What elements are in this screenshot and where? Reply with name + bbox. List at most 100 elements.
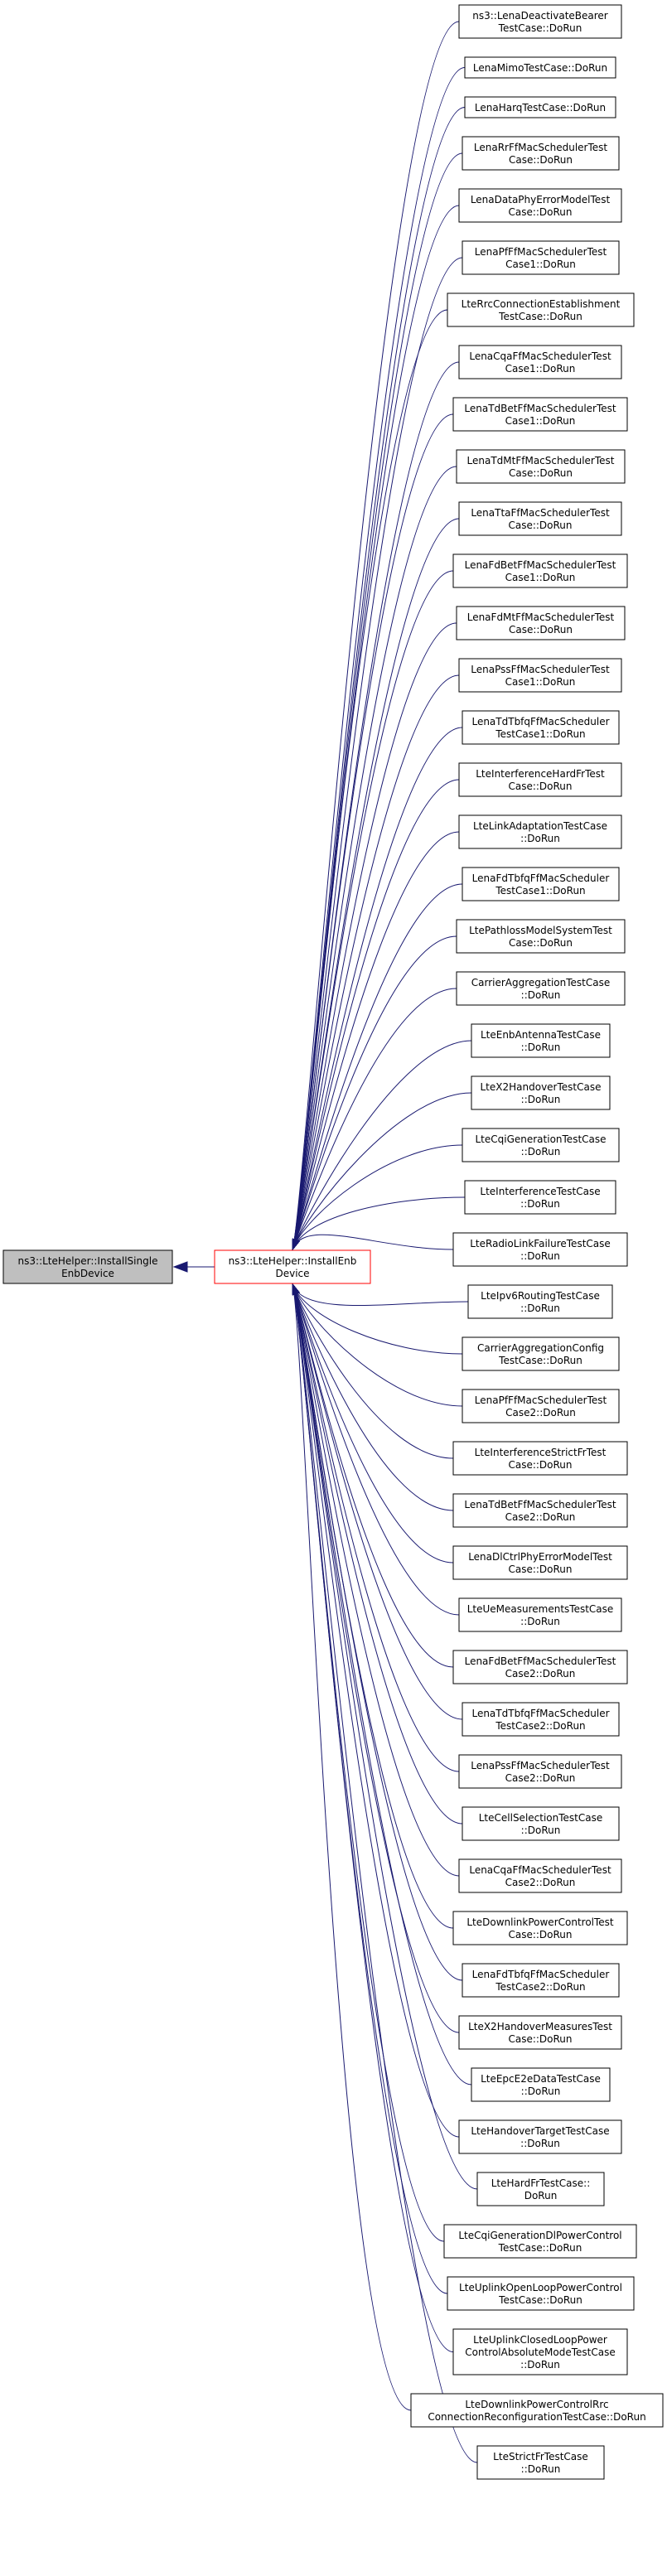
caller-node[interactable]: LteX2HandoverTestCase::DoRun bbox=[471, 1075, 611, 1110]
caller-node-label: ConnectionReconfigurationTestCase::DoRun bbox=[428, 2411, 645, 2423]
hub-node[interactable]: ns3::LteHelper::InstallEnb Device bbox=[214, 1249, 371, 1284]
caller-node-label: LenaTdMtFfMacSchedulerTest bbox=[467, 455, 615, 466]
caller-node[interactable]: LteUeMeasurementsTestCase::DoRun bbox=[458, 1597, 622, 1632]
caller-node[interactable]: LteDownlinkPowerControlRrcConnectionReco… bbox=[410, 2393, 664, 2428]
caller-node-label: LteUeMeasurementsTestCase bbox=[467, 1603, 614, 1615]
caller-node[interactable]: LteInterferenceTestCase::DoRun bbox=[464, 1180, 616, 1215]
caller-node-label: LteInterferenceTestCase bbox=[480, 1186, 600, 1197]
caller-node[interactable]: LteCqiGenerationDlPowerControlTestCase::… bbox=[443, 2224, 637, 2259]
call-edge bbox=[292, 570, 454, 1250]
caller-node-label: LenaTdBetFfMacSchedulerTest bbox=[464, 1499, 616, 1510]
caller-node-label: LteRrcConnectionEstablishment bbox=[462, 298, 621, 310]
caller-node[interactable]: LteCqiGenerationTestCase::DoRun bbox=[462, 1128, 620, 1162]
caller-node[interactable]: LteEnbAntennaTestCase::DoRun bbox=[471, 1023, 611, 1058]
caller-node[interactable]: LteUplinkClosedLoopPowerControlAbsoluteM… bbox=[452, 2328, 628, 2375]
call-edge bbox=[292, 1283, 460, 2138]
caller-node[interactable]: LenaHarqTestCase::DoRun bbox=[464, 96, 616, 118]
caller-node-label: ::DoRun bbox=[520, 1616, 560, 1627]
caller-node-label: LteHandoverTargetTestCase bbox=[471, 2125, 609, 2137]
caller-node[interactable]: LteLinkAdaptationTestCase::DoRun bbox=[458, 814, 622, 849]
caller-node[interactable]: LteIpv6RoutingTestCase::DoRun bbox=[467, 1284, 613, 1319]
caller-node-label: ::DoRun bbox=[521, 1146, 561, 1158]
caller-node-label: TestCase::DoRun bbox=[498, 1355, 582, 1366]
caller-node-label: Case::DoRun bbox=[508, 1929, 572, 1940]
caller-node-box bbox=[443, 2224, 637, 2259]
caller-node-label: LenaCqaFfMacSchedulerTest bbox=[469, 1864, 611, 1876]
call-edges bbox=[292, 21, 478, 2463]
caller-node-label: LenaPssFfMacSchedulerTest bbox=[471, 1760, 610, 1771]
caller-node-box bbox=[462, 1806, 620, 1841]
root-node[interactable]: ns3::LteHelper::InstallSingle EnbDevice bbox=[2, 1249, 173, 1284]
caller-node-label: LenaFdBetFfMacSchedulerTest bbox=[465, 559, 616, 571]
caller-node[interactable]: LteHandoverTargetTestCase::DoRun bbox=[458, 2119, 622, 2154]
caller-node-label: LteX2HandoverMeasuresTest bbox=[468, 2021, 612, 2032]
caller-node-label: Case1::DoRun bbox=[505, 415, 576, 427]
call-edge bbox=[292, 1283, 460, 2033]
caller-node-label: TestCase::DoRun bbox=[498, 2242, 582, 2254]
caller-node-label: Case2::DoRun bbox=[505, 1772, 576, 1784]
caller-node-label: LteHardFrTestCase:: bbox=[491, 2177, 591, 2189]
caller-node[interactable]: LenaMimoTestCase::DoRun bbox=[464, 56, 616, 79]
caller-node-box bbox=[462, 1389, 620, 1423]
caller-node-box bbox=[462, 1702, 620, 1737]
caller-node-label: LenaTdTbfqFfMacScheduler bbox=[471, 716, 609, 727]
caller-node[interactable]: CarrierAggregationTestCase::DoRun bbox=[456, 971, 626, 1006]
caller-node-box bbox=[462, 136, 620, 171]
caller-node[interactable]: LteUplinkOpenLoopPowerControlTestCase::D… bbox=[447, 2276, 635, 2311]
caller-node-box bbox=[458, 501, 622, 536]
caller-node[interactable]: LteRadioLinkFailureTestCase::DoRun bbox=[452, 1232, 628, 1267]
caller-node-label: Case::DoRun bbox=[508, 2033, 572, 2045]
caller-node-label: Case::DoRun bbox=[509, 937, 573, 949]
caller-node-label: ::DoRun bbox=[520, 833, 560, 844]
caller-node-label: Case1::DoRun bbox=[505, 572, 576, 583]
caller-node-label: LteEpcE2eDataTestCase bbox=[481, 2073, 601, 2085]
caller-node[interactable]: LteCellSelectionTestCase::DoRun bbox=[462, 1806, 620, 1841]
call-edge bbox=[292, 152, 463, 1250]
caller-node-label: LenaHarqTestCase::DoRun bbox=[475, 102, 606, 114]
call-edge bbox=[292, 1040, 472, 1250]
caller-node-box bbox=[458, 814, 622, 849]
caller-node-label: LenaFdTbfqFfMacScheduler bbox=[472, 872, 610, 884]
caller-node-label: TestCase1::DoRun bbox=[495, 728, 585, 740]
caller-node-label: LenaTtaFfMacSchedulerTest bbox=[471, 507, 610, 519]
caller-node-box bbox=[467, 1284, 613, 1319]
caller-node[interactable]: LteStrictFrTestCase::DoRun bbox=[476, 2445, 605, 2480]
caller-node[interactable]: LteRrcConnectionEstablishmentTestCase::D… bbox=[447, 292, 635, 327]
caller-node[interactable]: LteEpcE2eDataTestCase::DoRun bbox=[471, 2067, 611, 2102]
caller-node-label: LteCqiGenerationDlPowerControl bbox=[458, 2230, 621, 2241]
call-edge bbox=[292, 935, 457, 1250]
caller-node-box bbox=[452, 1441, 628, 1476]
caller-node-label: Case1::DoRun bbox=[505, 363, 576, 375]
caller-node-box bbox=[458, 658, 622, 693]
caller-node-label: ::DoRun bbox=[521, 989, 561, 1001]
caller-node[interactable]: LteHardFrTestCase::DoRun bbox=[476, 2172, 605, 2206]
